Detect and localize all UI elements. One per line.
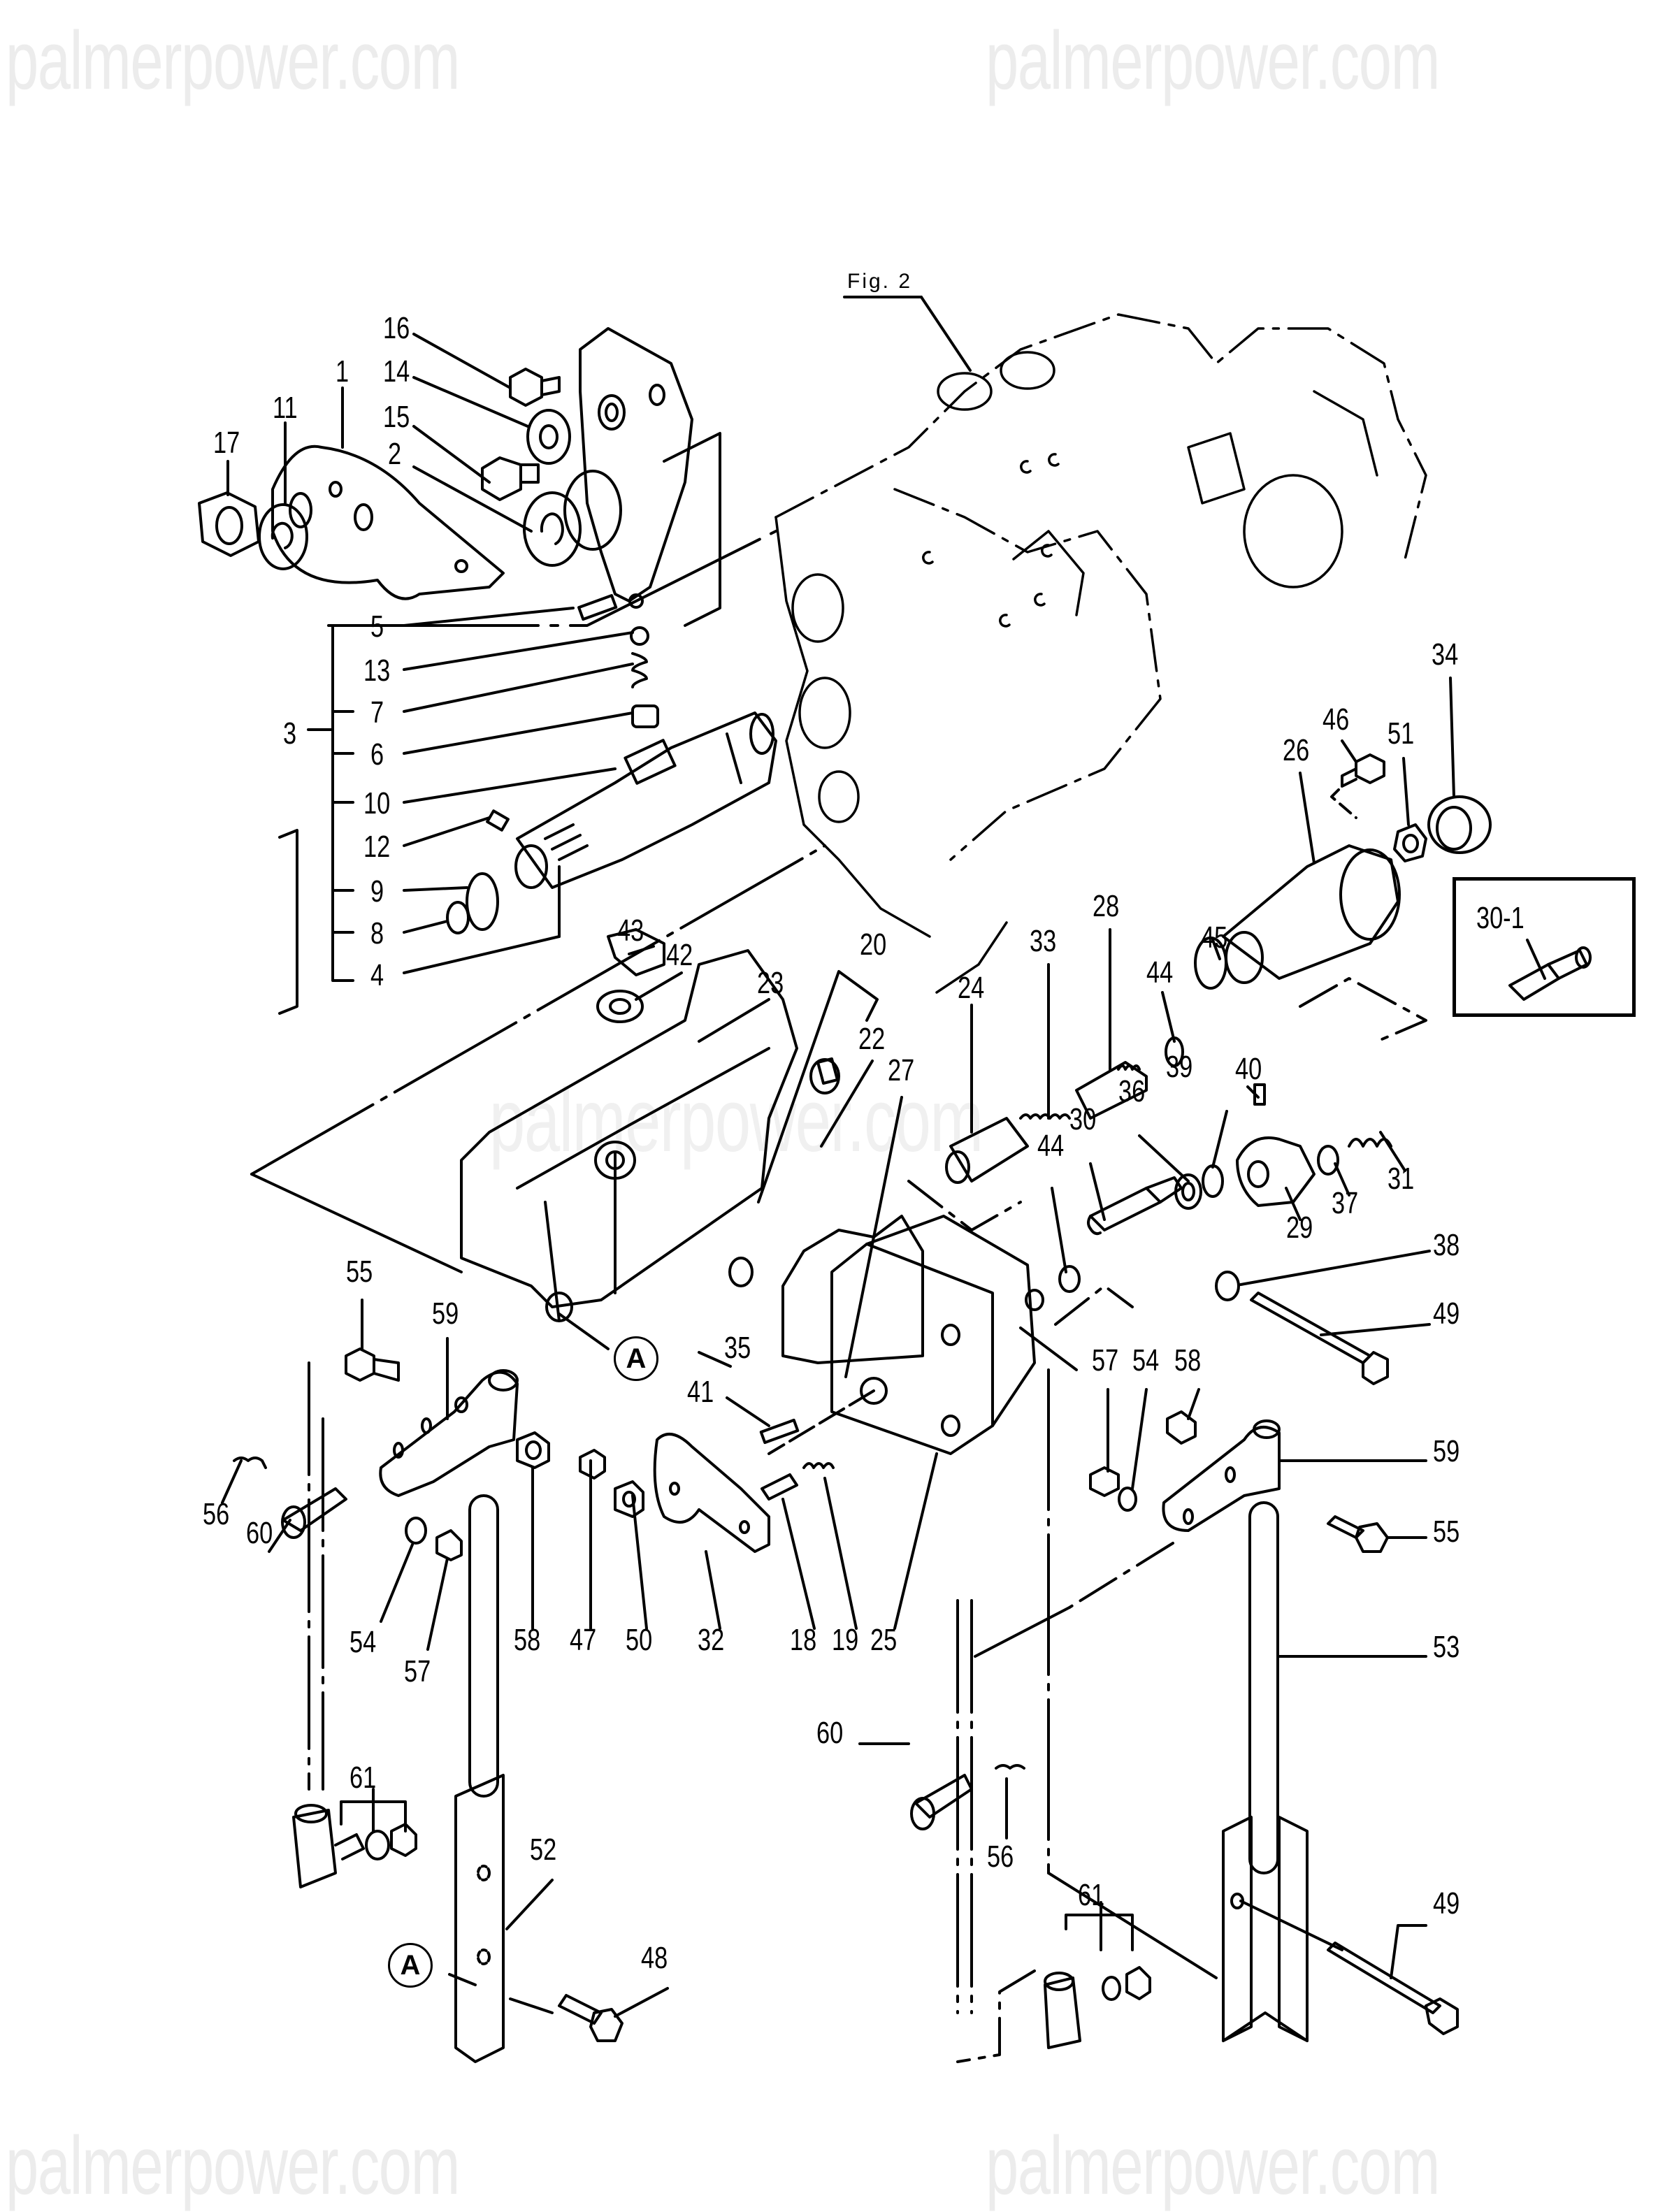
callout-44-lower: 44 — [1037, 1129, 1065, 1163]
callout-55-left: 55 — [346, 1255, 373, 1289]
callout-25: 25 — [870, 1623, 898, 1657]
callout-15: 15 — [383, 400, 410, 434]
callout-17: 17 — [213, 426, 240, 460]
callout-13: 13 — [363, 653, 391, 688]
callout-35: 35 — [724, 1331, 751, 1365]
callout-33: 33 — [1030, 924, 1057, 958]
inset-part-30-1 — [1508, 939, 1592, 1001]
callout-61-left: 61 — [349, 1761, 377, 1795]
callout-43: 43 — [617, 913, 644, 948]
callout-22: 22 — [858, 1022, 886, 1056]
assembly-bracket-3 — [331, 624, 354, 982]
callout-51: 51 — [1388, 716, 1415, 751]
left-linkage — [233, 1347, 624, 2063]
watermark-bottom-right: palmerpower.com — [986, 2120, 1440, 2212]
callout-18: 18 — [790, 1623, 817, 1657]
callout-8: 8 — [370, 916, 384, 950]
callout-7: 7 — [370, 695, 384, 730]
callout-57-left: 57 — [404, 1654, 431, 1689]
pump-block-phantom — [774, 313, 1427, 994]
callout-41: 41 — [687, 1375, 714, 1409]
watermark-top-left: palmerpower.com — [6, 15, 460, 107]
callout-24: 24 — [958, 971, 985, 1005]
callout-49-upper: 49 — [1433, 1296, 1460, 1331]
callout-34: 34 — [1432, 637, 1459, 672]
callout-37: 37 — [1332, 1186, 1359, 1220]
callout-23: 23 — [757, 966, 784, 1000]
watermark-top-right: palmerpower.com — [986, 15, 1440, 107]
arm-32 — [579, 1433, 770, 1553]
callout-19: 19 — [832, 1623, 859, 1657]
callout-30: 30 — [1069, 1102, 1097, 1136]
actuator-housing-25 — [759, 1215, 1044, 1501]
callout-14: 14 — [383, 354, 410, 389]
callout-52: 52 — [530, 1833, 557, 1867]
callout-1: 1 — [336, 354, 349, 389]
callout-56-left: 56 — [203, 1497, 230, 1531]
callout-6: 6 — [370, 737, 384, 772]
callout-31: 31 — [1388, 1162, 1415, 1196]
callout-59-left: 59 — [432, 1296, 459, 1331]
callout-54-left: 54 — [349, 1625, 377, 1659]
callout-61-right: 61 — [1078, 1878, 1105, 1912]
callout-47: 47 — [570, 1623, 597, 1657]
valve-cover-20 — [460, 928, 840, 1322]
callout-12: 12 — [363, 830, 391, 864]
callout-11: 11 — [273, 391, 298, 425]
callout-42: 42 — [666, 938, 693, 972]
callout-53: 53 — [1433, 1630, 1460, 1664]
right-linkage — [910, 1410, 1459, 2049]
callout-30-1: 30-1 — [1476, 901, 1525, 935]
callout-49-lower: 49 — [1433, 1886, 1460, 1921]
callout-26: 26 — [1283, 733, 1310, 767]
figure-reference-label: Fig. 2 — [847, 270, 913, 293]
callout-5: 5 — [370, 609, 384, 644]
callout-46: 46 — [1323, 702, 1350, 737]
callout-4: 4 — [370, 958, 384, 992]
callout-60-left: 60 — [246, 1516, 273, 1550]
callout-32: 32 — [698, 1623, 725, 1657]
callout-9: 9 — [370, 874, 384, 909]
watermark-bottom-left: palmerpower.com — [6, 2120, 460, 2212]
callout-54-right: 54 — [1132, 1343, 1160, 1378]
callout-58-right: 58 — [1174, 1343, 1202, 1378]
callout-44-upper: 44 — [1146, 955, 1174, 990]
callout-29: 29 — [1286, 1210, 1313, 1245]
inset-box — [1453, 877, 1636, 1017]
adjuster-parts — [1058, 1083, 1392, 1385]
callout-55-right: 55 — [1433, 1515, 1460, 1549]
callout-27: 27 — [888, 1053, 915, 1087]
callout-20: 20 — [860, 927, 887, 962]
callout-58-left: 58 — [514, 1623, 541, 1657]
callout-57-right: 57 — [1092, 1343, 1119, 1378]
callout-16: 16 — [383, 311, 410, 345]
callout-2: 2 — [388, 437, 402, 471]
callout-28: 28 — [1093, 889, 1120, 923]
callout-59-right: 59 — [1433, 1434, 1460, 1468]
callout-56-right: 56 — [987, 1839, 1014, 1874]
callout-39: 39 — [1166, 1050, 1193, 1084]
callout-45: 45 — [1201, 920, 1228, 955]
spool-3 — [446, 594, 777, 934]
callout-3: 3 — [283, 716, 297, 751]
callout-36: 36 — [1118, 1074, 1146, 1108]
reference-marker-a-upper: A — [614, 1336, 658, 1381]
watermark-center: palmerpower.com — [489, 1071, 983, 1171]
reference-marker-a-lower: A — [388, 1943, 433, 1988]
callout-50: 50 — [626, 1623, 653, 1657]
callout-10: 10 — [363, 786, 391, 821]
callout-60-right: 60 — [816, 1716, 844, 1750]
callout-40: 40 — [1235, 1052, 1262, 1086]
callout-38: 38 — [1433, 1228, 1460, 1262]
callout-48: 48 — [641, 1941, 668, 1975]
lever-assembly — [198, 327, 693, 609]
